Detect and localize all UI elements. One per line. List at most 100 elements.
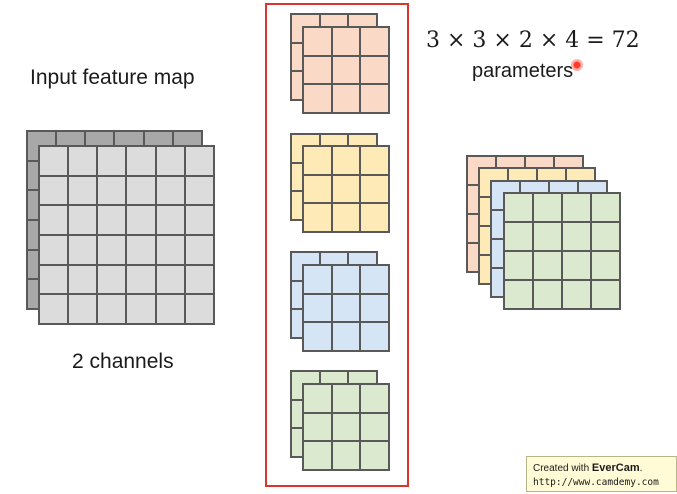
grid-cell [504,193,533,222]
grid-cell [360,27,389,56]
grid-cell [303,265,332,294]
grid-cell [303,203,332,232]
input-channel-front [38,145,215,325]
channels-label: 2 channels [72,350,174,373]
grid-cell [533,193,562,222]
grid-cell [331,146,361,175]
grid-cell [562,222,591,251]
grid-cell [39,264,69,295]
grid-cell [360,441,389,470]
grid-cell [97,146,127,176]
grid-cell [562,280,591,309]
grid-cell [331,441,361,470]
grid-cell [504,222,533,251]
grid-cell [68,294,98,324]
grid-cell [155,264,185,295]
watermark-brand-suffix: . [639,463,643,474]
grid-cell [97,234,127,265]
grid-cell [331,412,361,442]
grid-cell [97,294,127,324]
grid-cell [303,55,332,85]
grid-cell [303,27,332,56]
grid-cell [184,146,214,176]
grid-cell [360,146,389,175]
grid-cell [184,175,214,206]
grid-cell [68,205,98,235]
grid-cell [303,322,332,351]
grid-cell [360,174,389,204]
grid-cell [126,234,156,265]
grid-cell [39,175,69,206]
grid-cell [68,234,98,265]
grid-cell [97,175,127,206]
watermark-prefix: Created with [533,463,592,474]
grid-cell [303,441,332,470]
grid-cell [155,146,185,176]
grid-cell [126,205,156,235]
filter-bank-highlight [265,3,409,487]
grid-cell [155,234,185,265]
grid-cell [331,265,361,294]
grid-cell [155,205,185,235]
filter-4-channel-front [302,383,390,471]
grid-cell [504,280,533,309]
grid-cell [562,251,591,280]
grid-cell [533,222,562,251]
grid-cell [591,280,620,309]
grid-cell [39,294,69,324]
grid-cell [39,234,69,265]
grid-cell [360,55,389,85]
grid-cell [303,174,332,204]
grid-cell [331,174,361,204]
grid-cell [68,146,98,176]
grid-cell [39,146,69,176]
grid-cell [533,280,562,309]
grid-cell [331,203,361,232]
grid-cell [360,265,389,294]
grid-cell [562,193,591,222]
grid-cell [360,203,389,232]
input-feature-map-title: Input feature map [30,66,195,89]
grid-cell [331,322,361,351]
grid-cell [155,175,185,206]
grid-cell [360,322,389,351]
grid-cell [155,294,185,324]
grid-cell [184,205,214,235]
grid-cell [504,251,533,280]
grid-cell [360,412,389,442]
grid-cell [331,384,361,413]
grid-cell [591,251,620,280]
grid-cell [126,146,156,176]
grid-cell [331,293,361,323]
grid-cell [184,294,214,324]
parameter-formula: 3 × 3 × 2 × 4 = 72 [426,28,640,53]
grid-cell [303,384,332,413]
filter-3-channel-front [302,264,390,352]
filter-2-channel-front [302,145,390,233]
grid-cell [331,27,361,56]
grid-cell [591,222,620,251]
grid-cell [303,412,332,442]
grid-cell [331,84,361,113]
grid-cell [303,84,332,113]
grid-cell [68,264,98,295]
grid-cell [303,146,332,175]
grid-cell [360,293,389,323]
evercam-watermark: Created with EverCam. http://www.camdemy… [526,456,677,492]
grid-cell [360,384,389,413]
grid-cell [360,84,389,113]
grid-cell [97,264,127,295]
grid-cell [97,205,127,235]
watermark-url: http://www.camdemy.com [533,477,659,488]
output-channel-4 [503,192,621,310]
grid-cell [39,205,69,235]
parameters-label: parameters [472,60,574,82]
grid-cell [184,234,214,265]
grid-cell [126,264,156,295]
grid-cell [591,193,620,222]
grid-cell [184,264,214,295]
pointer-cursor-icon [571,59,583,71]
watermark-brand: EverCam [591,462,640,474]
grid-cell [126,175,156,206]
grid-cell [126,294,156,324]
